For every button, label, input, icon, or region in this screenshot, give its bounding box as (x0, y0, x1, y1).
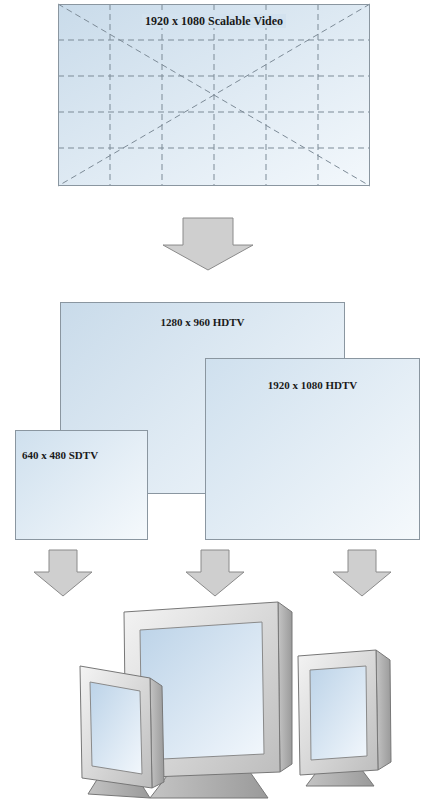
grid-line (58, 148, 370, 149)
node-label: 640 x 480 SDTV (22, 449, 147, 461)
grid-line (162, 4, 163, 186)
tv-frame (80, 666, 152, 788)
block-arrow (333, 550, 391, 596)
block-arrow (34, 550, 92, 596)
label-text: 640 x 480 SDTV (22, 449, 98, 461)
grid-line (318, 4, 319, 186)
grid-diagonal (58, 4, 370, 186)
grid-line (266, 4, 267, 186)
resolution-box: 640 x 480 SDTV (15, 430, 148, 540)
tv-screen (310, 666, 367, 760)
block-arrow (186, 550, 244, 596)
medium-tv (298, 650, 391, 786)
node-label: 1280 x 960 HDTV (61, 316, 344, 328)
grid-line (58, 76, 370, 77)
node-label: 1920 x 1080 HDTV (206, 379, 419, 391)
source-video-box: 1920 x 1080 Scalable Video (58, 4, 370, 186)
video-grid (58, 4, 370, 186)
label-text: 1920 x 1080 Scalable Video (142, 14, 286, 28)
block-arrow (163, 218, 253, 270)
node-label: 1920 x 1080 Scalable Video (59, 14, 369, 29)
video-ground (58, 4, 370, 186)
tv-screen (90, 682, 142, 774)
grid-line (110, 4, 111, 186)
tv-side (376, 650, 391, 770)
label-text: 1920 x 1080 HDTV (268, 379, 358, 391)
resolution-box: 1920 x 1080 HDTV (205, 358, 420, 540)
small-tv (80, 666, 164, 798)
grid-line (58, 112, 370, 113)
tv-frame (298, 650, 378, 775)
grid-diagonal (58, 4, 370, 186)
label-text: 1280 x 960 HDTV (160, 316, 244, 328)
grid-line (58, 40, 370, 41)
